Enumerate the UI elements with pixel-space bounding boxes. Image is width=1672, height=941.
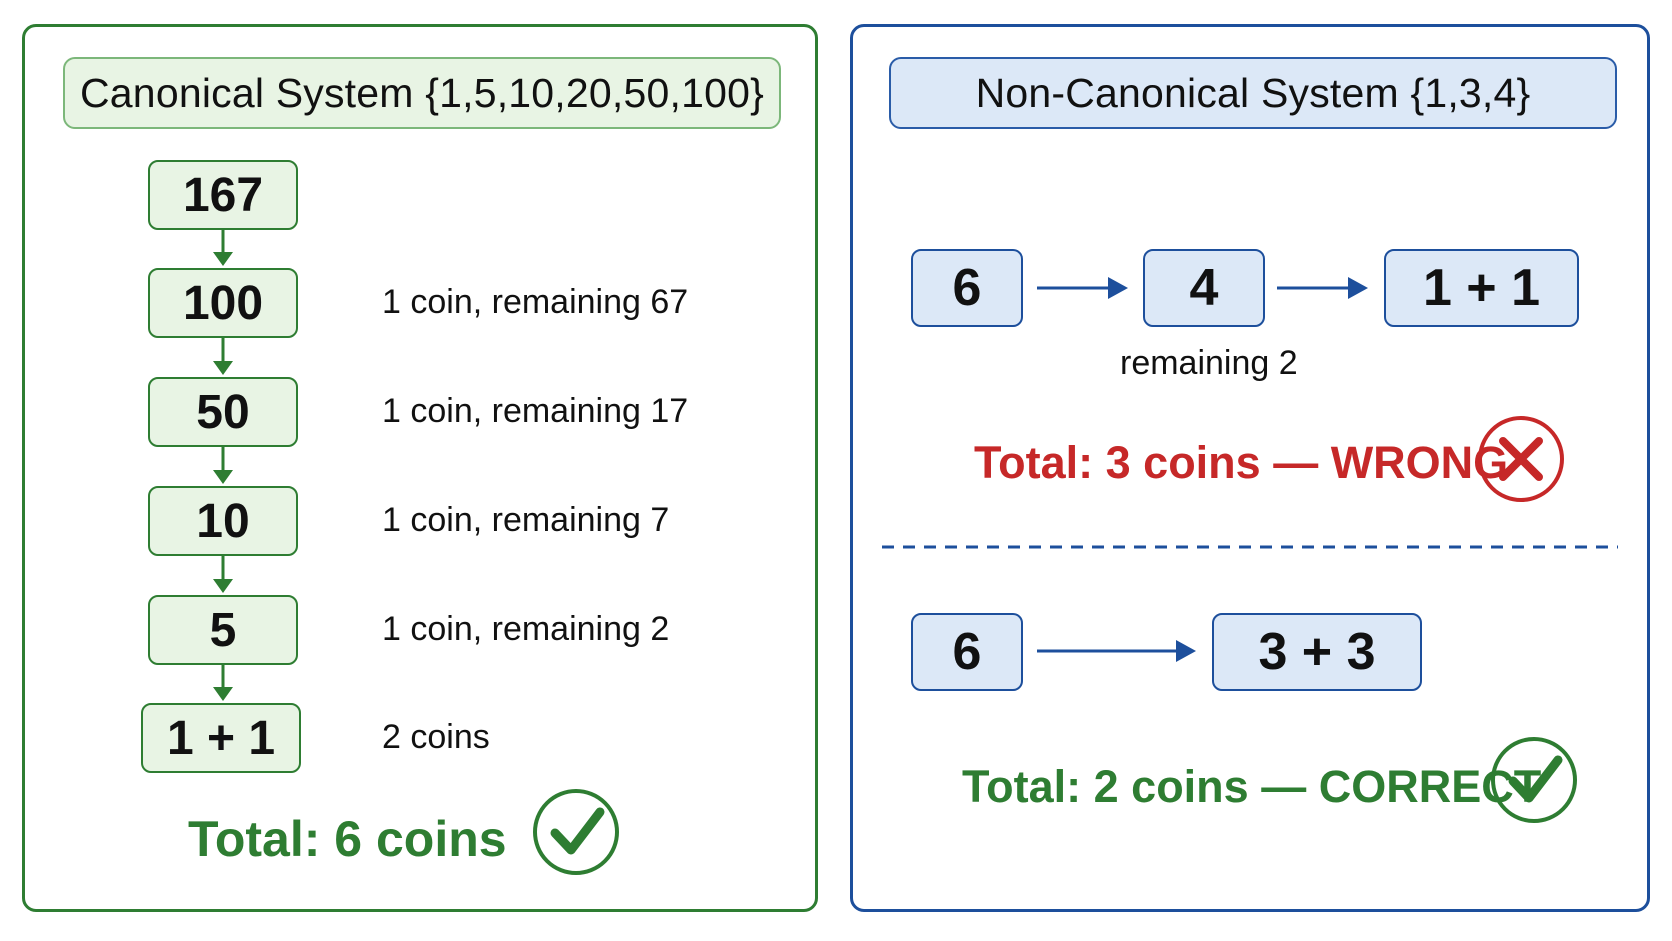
arrow-down-icon (213, 665, 233, 701)
check-icon (1491, 737, 1577, 823)
step-note-50: 1 coin, remaining 17 (382, 392, 689, 430)
step-box-167: 167 (148, 160, 298, 230)
greedy-box-6: 6 (911, 249, 1023, 327)
step-box-100: 100 (148, 268, 298, 338)
step-box-10: 10 (148, 486, 298, 556)
optimal-box-6: 6 (911, 613, 1023, 691)
greedy-total: Total: 3 coins — WRONG (974, 437, 1509, 488)
arrow-right-icon (1277, 277, 1368, 299)
optimal-total: Total: 2 coins — CORRECT (962, 761, 1542, 812)
step-box-1-plus-1: 1 + 1 (141, 703, 301, 773)
greedy-note-remaining: remaining 2 (1120, 344, 1298, 382)
arrow-down-icon (213, 556, 233, 593)
arrow-right-icon (1037, 640, 1196, 662)
step-box-5: 5 (148, 595, 298, 665)
step-note-5: 1 coin, remaining 2 (382, 610, 670, 648)
step-note-100: 1 coin, remaining 67 (382, 283, 689, 321)
step-note-10: 1 coin, remaining 7 (382, 501, 670, 539)
check-icon (533, 789, 619, 875)
arrow-down-icon (213, 230, 233, 266)
arrow-down-icon (213, 338, 233, 375)
left-flow-arrows (213, 230, 233, 701)
step-note-1-plus-1: 2 coins (382, 718, 490, 756)
optimal-box-3-plus-3: 3 + 3 (1212, 613, 1422, 691)
non-canonical-panel: Non-Canonical System {1,3,4} (850, 24, 1650, 912)
non-canonical-title: Non-Canonical System {1,3,4} (889, 57, 1617, 129)
x-icon (1478, 416, 1564, 502)
arrow-right-icon (1037, 277, 1128, 299)
step-box-50: 50 (148, 377, 298, 447)
greedy-box-4: 4 (1143, 249, 1265, 327)
greedy-box-1-plus-1: 1 + 1 (1384, 249, 1579, 327)
canonical-total: Total: 6 coins (188, 811, 507, 867)
canonical-panel: Canonical System {1,5,10,20,50,100} (22, 24, 818, 912)
canonical-title: Canonical System {1,5,10,20,50,100} (63, 57, 781, 129)
arrow-down-icon (213, 447, 233, 484)
